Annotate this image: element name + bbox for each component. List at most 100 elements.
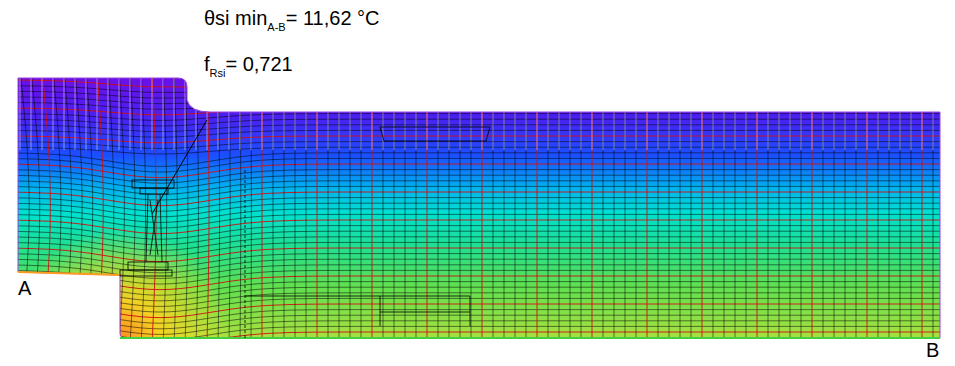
flux-line (262, 70, 263, 150)
flux-line (647, 70, 648, 150)
flux-line (438, 70, 439, 150)
flux-line (152, 70, 156, 340)
flux-line (845, 70, 846, 150)
flux-line (834, 70, 835, 340)
flux-line (680, 70, 681, 340)
flux-line (218, 70, 220, 340)
flux-line (306, 70, 307, 340)
flux-line (240, 70, 242, 340)
flux-line (64, 70, 65, 150)
flux-line (658, 70, 659, 150)
flux-line (746, 70, 747, 150)
flux-line (768, 70, 769, 340)
flux-line (284, 70, 285, 150)
flux-line (691, 70, 692, 150)
flux-line (350, 70, 351, 340)
flux-line (306, 70, 307, 150)
flux-line (75, 70, 76, 150)
isotherm-line (10, 282, 950, 296)
isotherm-line (10, 310, 950, 324)
isotherm-line (10, 270, 950, 284)
flux-line (757, 70, 758, 340)
flux-line (218, 70, 219, 150)
flux-line (471, 70, 472, 150)
result-text: f (204, 53, 210, 75)
flux-line (911, 70, 912, 150)
isotherm-line (10, 220, 950, 234)
flux-line (900, 70, 901, 150)
flux-line (86, 70, 93, 340)
minimum-temperature-note: θsi minA-B= 11,62 °C (204, 6, 380, 39)
isotherm-line (10, 304, 950, 318)
isotherm-line (10, 164, 950, 178)
flux-line (702, 70, 703, 340)
point-label: A (18, 276, 31, 300)
flux-line (251, 70, 252, 340)
flux-line (548, 70, 549, 150)
flux-line (845, 70, 846, 340)
flux-line (460, 70, 461, 340)
flux-line (735, 70, 736, 340)
flux-line (559, 70, 560, 340)
flux-line (295, 70, 296, 340)
flux-line (669, 70, 670, 340)
isotherm-line (10, 287, 950, 301)
flux-line (933, 70, 934, 340)
isotherm-line (10, 231, 950, 245)
flux-line (515, 70, 516, 150)
flux-line (273, 70, 274, 340)
flux-line (207, 70, 209, 340)
isotherm-line (10, 170, 950, 184)
flux-line (944, 70, 945, 150)
flux-line (295, 70, 296, 150)
flux-line (317, 70, 318, 150)
flux-line (207, 70, 208, 150)
flux-line (834, 70, 835, 150)
result-text: = 11,62 °C (286, 7, 380, 29)
flux-line (273, 70, 274, 150)
flux-line (548, 70, 549, 340)
flux-line (427, 70, 428, 340)
flux-line (383, 70, 384, 340)
flux-line (130, 70, 135, 340)
flux-line (185, 70, 188, 340)
flux-line (713, 70, 714, 340)
flux-line (867, 70, 868, 340)
result-text: = 0,721 (225, 53, 292, 75)
flux-line (438, 70, 439, 340)
flux-line (493, 70, 494, 150)
flux-line (603, 70, 604, 340)
flux-line (416, 70, 417, 340)
flux-line (856, 70, 857, 340)
leader-line (152, 120, 207, 214)
isotherm-line (10, 338, 950, 352)
flux-line (724, 70, 725, 340)
flux-line (889, 70, 890, 340)
flux-line (328, 70, 329, 340)
flux-line (592, 70, 593, 340)
flux-line (801, 70, 802, 150)
flux-line (779, 70, 780, 340)
isotherm-line (10, 343, 950, 357)
flux-line (911, 70, 912, 340)
flux-line (625, 70, 626, 340)
isotherm-line (10, 298, 950, 312)
flux-line (504, 70, 505, 150)
flux-line (658, 70, 659, 340)
flux-line (471, 70, 472, 340)
flux-line (130, 70, 131, 150)
flux-line (812, 70, 813, 340)
flux-line (141, 70, 142, 150)
flux-line (372, 70, 373, 340)
flux-line (526, 70, 527, 340)
flux-line (97, 70, 103, 340)
flux-line (856, 70, 857, 150)
flux-line (240, 70, 241, 150)
flux-line (75, 70, 82, 340)
isotherm-line (10, 186, 950, 200)
isotherm-line (10, 276, 950, 290)
flux-line (372, 70, 373, 150)
flux-line (108, 70, 114, 340)
flux-line (669, 70, 670, 150)
